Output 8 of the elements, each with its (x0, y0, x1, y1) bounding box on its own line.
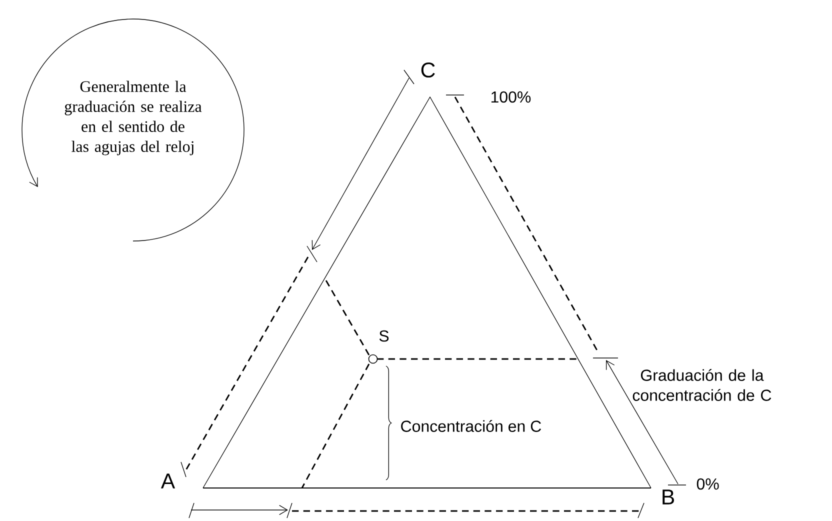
axis-label: Concentración en C (401, 420, 542, 432)
axis-label: A (160, 474, 176, 488)
axis-label: Graduación de la concentración de C (632, 369, 772, 401)
axis-label: C (421, 62, 435, 78)
axis-label: S (379, 330, 389, 342)
axis-label: B (662, 490, 674, 504)
axis-label: 0% (696, 478, 719, 490)
axis-label: 100% (491, 91, 531, 103)
